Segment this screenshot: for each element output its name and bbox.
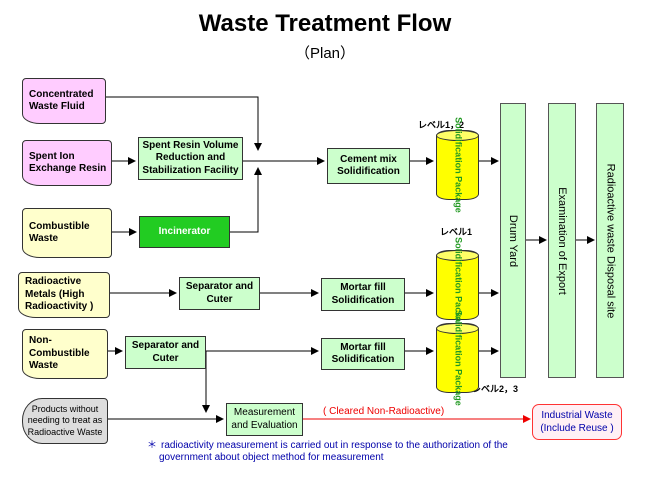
process-incinerator-label: Incinerator: [158, 225, 211, 237]
source-radioactive-metals: Radioactive Metals (High Radioactivity ): [18, 272, 110, 318]
cleared-non-radioactive-label: ( Cleared Non-Radioactive): [323, 406, 445, 417]
process-separator-and-cuter-1: Separator and Cuter: [179, 277, 260, 310]
process-separator-1-label: Separator and Cuter: [185, 281, 254, 305]
footnote-line-2: government about object method for measu…: [159, 452, 384, 463]
process-measurement-evaluation: Measurement and Evaluation: [226, 403, 303, 436]
process-mortar-2-label: Mortar fill Solidification: [331, 341, 395, 366]
footnote: ＊ radioactivity measurement is carried ou…: [147, 440, 508, 464]
solidification-package-1: Solidification Package: [436, 117, 479, 213]
source-concentrated-waste-fluid: Concentrated Waste Fluid: [22, 78, 106, 124]
source-noncombustible-label: Non-Combustible Waste: [29, 335, 90, 372]
process-mortar-1-label: Mortar fill Solidification: [331, 282, 395, 306]
source-combustible-waste: Combustible Waste: [22, 208, 112, 258]
process-spent-resin-facility: Spent Resin Volume Reduction and Stabili…: [138, 137, 243, 180]
solidification-package-3: Solidification Package: [436, 310, 479, 406]
process-measurement-label: Measurement and Evaluation: [231, 407, 298, 431]
level-label-2-3: レベル2，3: [472, 384, 519, 394]
process-spent-resin-label: Spent Resin Volume Reduction and Stabili…: [142, 139, 239, 176]
process-cement-mix-solidification: Cement mix Solidification: [327, 148, 410, 184]
solidification-package-2: Solidification Package: [436, 237, 479, 333]
process-separator-2-label: Separator and Cuter: [131, 340, 200, 364]
source-metals-label: Radioactive Metals (High Radioactivity ): [25, 276, 94, 313]
stage-disposal-label: Radioactive waste Disposal site: [604, 163, 616, 318]
source-spent-ion-exchange-resin: Spent Ion Exchange Resin: [22, 140, 112, 186]
arrow-concentrated-to-junction: [105, 96, 262, 151]
diagram-title: Waste Treatment Flow: [198, 10, 452, 37]
process-mortar-fill-1: Mortar fill Solidification: [321, 278, 405, 311]
package-3-label: Solidification Package: [453, 310, 464, 406]
source-combustible-label: Combustible Waste: [29, 220, 90, 245]
process-separator-and-cuter-2: Separator and Cuter: [125, 336, 206, 369]
arrow-incinerator-to-junction: [230, 167, 262, 233]
process-mortar-fill-2: Mortar fill Solidification: [321, 338, 405, 370]
stage-examination-of-export: Examination of Export: [548, 103, 576, 378]
stage-drum-yard-label: Drum Yard: [507, 214, 520, 267]
industrial-waste-box: Industrial Waste (Include Reuse ): [532, 404, 622, 440]
source-concentrated-label: Concentrated Waste Fluid: [29, 88, 94, 113]
level-label-1: レベル1: [440, 227, 473, 237]
process-cement-label: Cement mix Solidification: [337, 153, 400, 178]
process-incinerator: Incinerator: [139, 216, 230, 248]
stage-disposal-site: Radioactive waste Disposal site: [596, 103, 624, 378]
industrial-waste-label: Industrial Waste: [541, 410, 613, 421]
source-products-label: Products without needing to treat as Rad…: [27, 404, 103, 437]
footnote-line-1: radioactivity measurement is carried out…: [161, 440, 508, 451]
source-spent-ion-label: Spent Ion Exchange Resin: [29, 150, 107, 175]
level-label-1-2: レベル1，2: [418, 120, 465, 130]
source-non-combustible-waste: Non-Combustible Waste: [22, 329, 108, 379]
package-1-label: Solidification Package: [453, 117, 464, 213]
industrial-waste-reuse-label: (Include Reuse ): [540, 423, 614, 434]
source-products-not-radioactive: Products without needing to treat as Rad…: [22, 398, 108, 444]
stage-drum-yard: Drum Yard: [500, 103, 526, 378]
diagram-subtitle: （Plan）: [294, 45, 356, 62]
footnote-mark: ＊: [147, 440, 157, 451]
stage-examination-label: Examination of Export: [556, 186, 568, 295]
